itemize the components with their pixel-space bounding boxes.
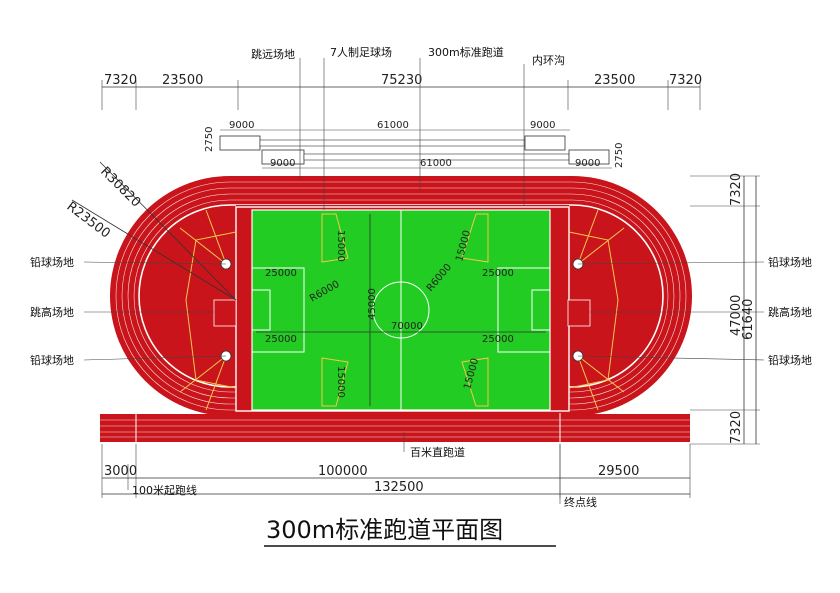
football-field: 45000 70000 R6000 15000 25000 R6000 2500… xyxy=(251,209,551,411)
title-block: 300m标准跑道平面图 xyxy=(264,516,556,547)
page-title: 300m标准跑道平面图 xyxy=(266,516,503,544)
dim-field-width: 45000 xyxy=(367,288,378,320)
top-dimension-chain: 7320 23500 75230 23500 7320 xyxy=(101,73,702,110)
dim-top-1: 7320 xyxy=(104,73,137,88)
label-shot-put-left-1: 铅球场地 xyxy=(30,255,74,269)
dim-right-1: 7320 xyxy=(729,173,744,206)
bottom-labels: 百米直跑道 100米起跑线 终点线 xyxy=(127,432,597,509)
long-jump-pit-detail: 9000 61000 9000 9000 61000 9000 2750 275… xyxy=(204,120,625,169)
label-shot-put-right-2: 铅球场地 xyxy=(768,353,812,367)
dim-top-3: 75230 xyxy=(381,73,422,88)
label-high-jump-left: 跳高场地 xyxy=(30,305,74,319)
left-labels: 铅球场地 跳高场地 铅球场地 xyxy=(30,255,227,367)
label-football: 7人制足球场 xyxy=(330,45,392,59)
dim-top-4: 23500 xyxy=(594,73,635,88)
dim-pit-bottom-1: 9000 xyxy=(270,158,295,169)
dim-bottom-2: 100000 xyxy=(318,464,368,479)
label-long-jump: 跳远场地 xyxy=(251,47,295,61)
dim-pit-bottom-2: 61000 xyxy=(420,158,452,169)
bottom-dimension-chain: 3000 100000 29500 132500 xyxy=(101,444,691,498)
dim-pit-top-2: 61000 xyxy=(377,120,409,131)
label-shot-put-left-2: 铅球场地 xyxy=(30,353,74,367)
dim-right-2: 47000 xyxy=(729,295,744,336)
dim-penalty-1: 15000 xyxy=(335,230,346,262)
dim-pit-side-right: 2750 xyxy=(614,143,625,168)
dim-bottom-total: 132500 xyxy=(374,480,424,495)
dim-radius-outer: R30820 xyxy=(97,164,143,210)
dim-penalty-8: 25000 xyxy=(482,268,514,279)
right-labels: 铅球场地 跳高场地 铅球场地 xyxy=(577,255,812,367)
dim-pit-top-3: 9000 xyxy=(530,120,555,131)
label-shot-put-right-1: 铅球场地 xyxy=(768,255,812,269)
right-dimension-chain: 7320 47000 61640 7320 xyxy=(690,173,760,445)
dim-field-length: 70000 xyxy=(391,321,423,332)
label-finish: 终点线 xyxy=(564,495,597,509)
dim-pit-side-left: 2750 xyxy=(204,127,215,152)
dim-penalty-4: 25000 xyxy=(265,334,297,345)
dim-pit-top-1: 9000 xyxy=(229,120,254,131)
dim-penalty-9: 25000 xyxy=(482,334,514,345)
label-inner-ditch: 内环沟 xyxy=(532,53,565,67)
dim-top-2: 23500 xyxy=(162,73,203,88)
label-start-100: 100米起跑线 xyxy=(132,483,197,497)
label-high-jump-right: 跳高场地 xyxy=(768,305,812,319)
dim-bottom-3: 29500 xyxy=(598,464,639,479)
dim-bottom-1: 3000 xyxy=(104,464,137,479)
dim-right-4: 7320 xyxy=(729,411,744,444)
dim-top-5: 7320 xyxy=(669,73,702,88)
dim-pit-bottom-3: 9000 xyxy=(575,158,600,169)
label-track: 300m标准跑道 xyxy=(428,45,504,59)
dim-penalty-5: 15000 xyxy=(335,366,346,398)
top-labels: 跳远场地 7人制足球场 300m标准跑道 内环沟 xyxy=(251,45,565,210)
dim-right-3: 61640 xyxy=(741,299,756,340)
label-straight-100: 百米直跑道 xyxy=(410,445,465,459)
dim-penalty-2: 25000 xyxy=(265,268,297,279)
